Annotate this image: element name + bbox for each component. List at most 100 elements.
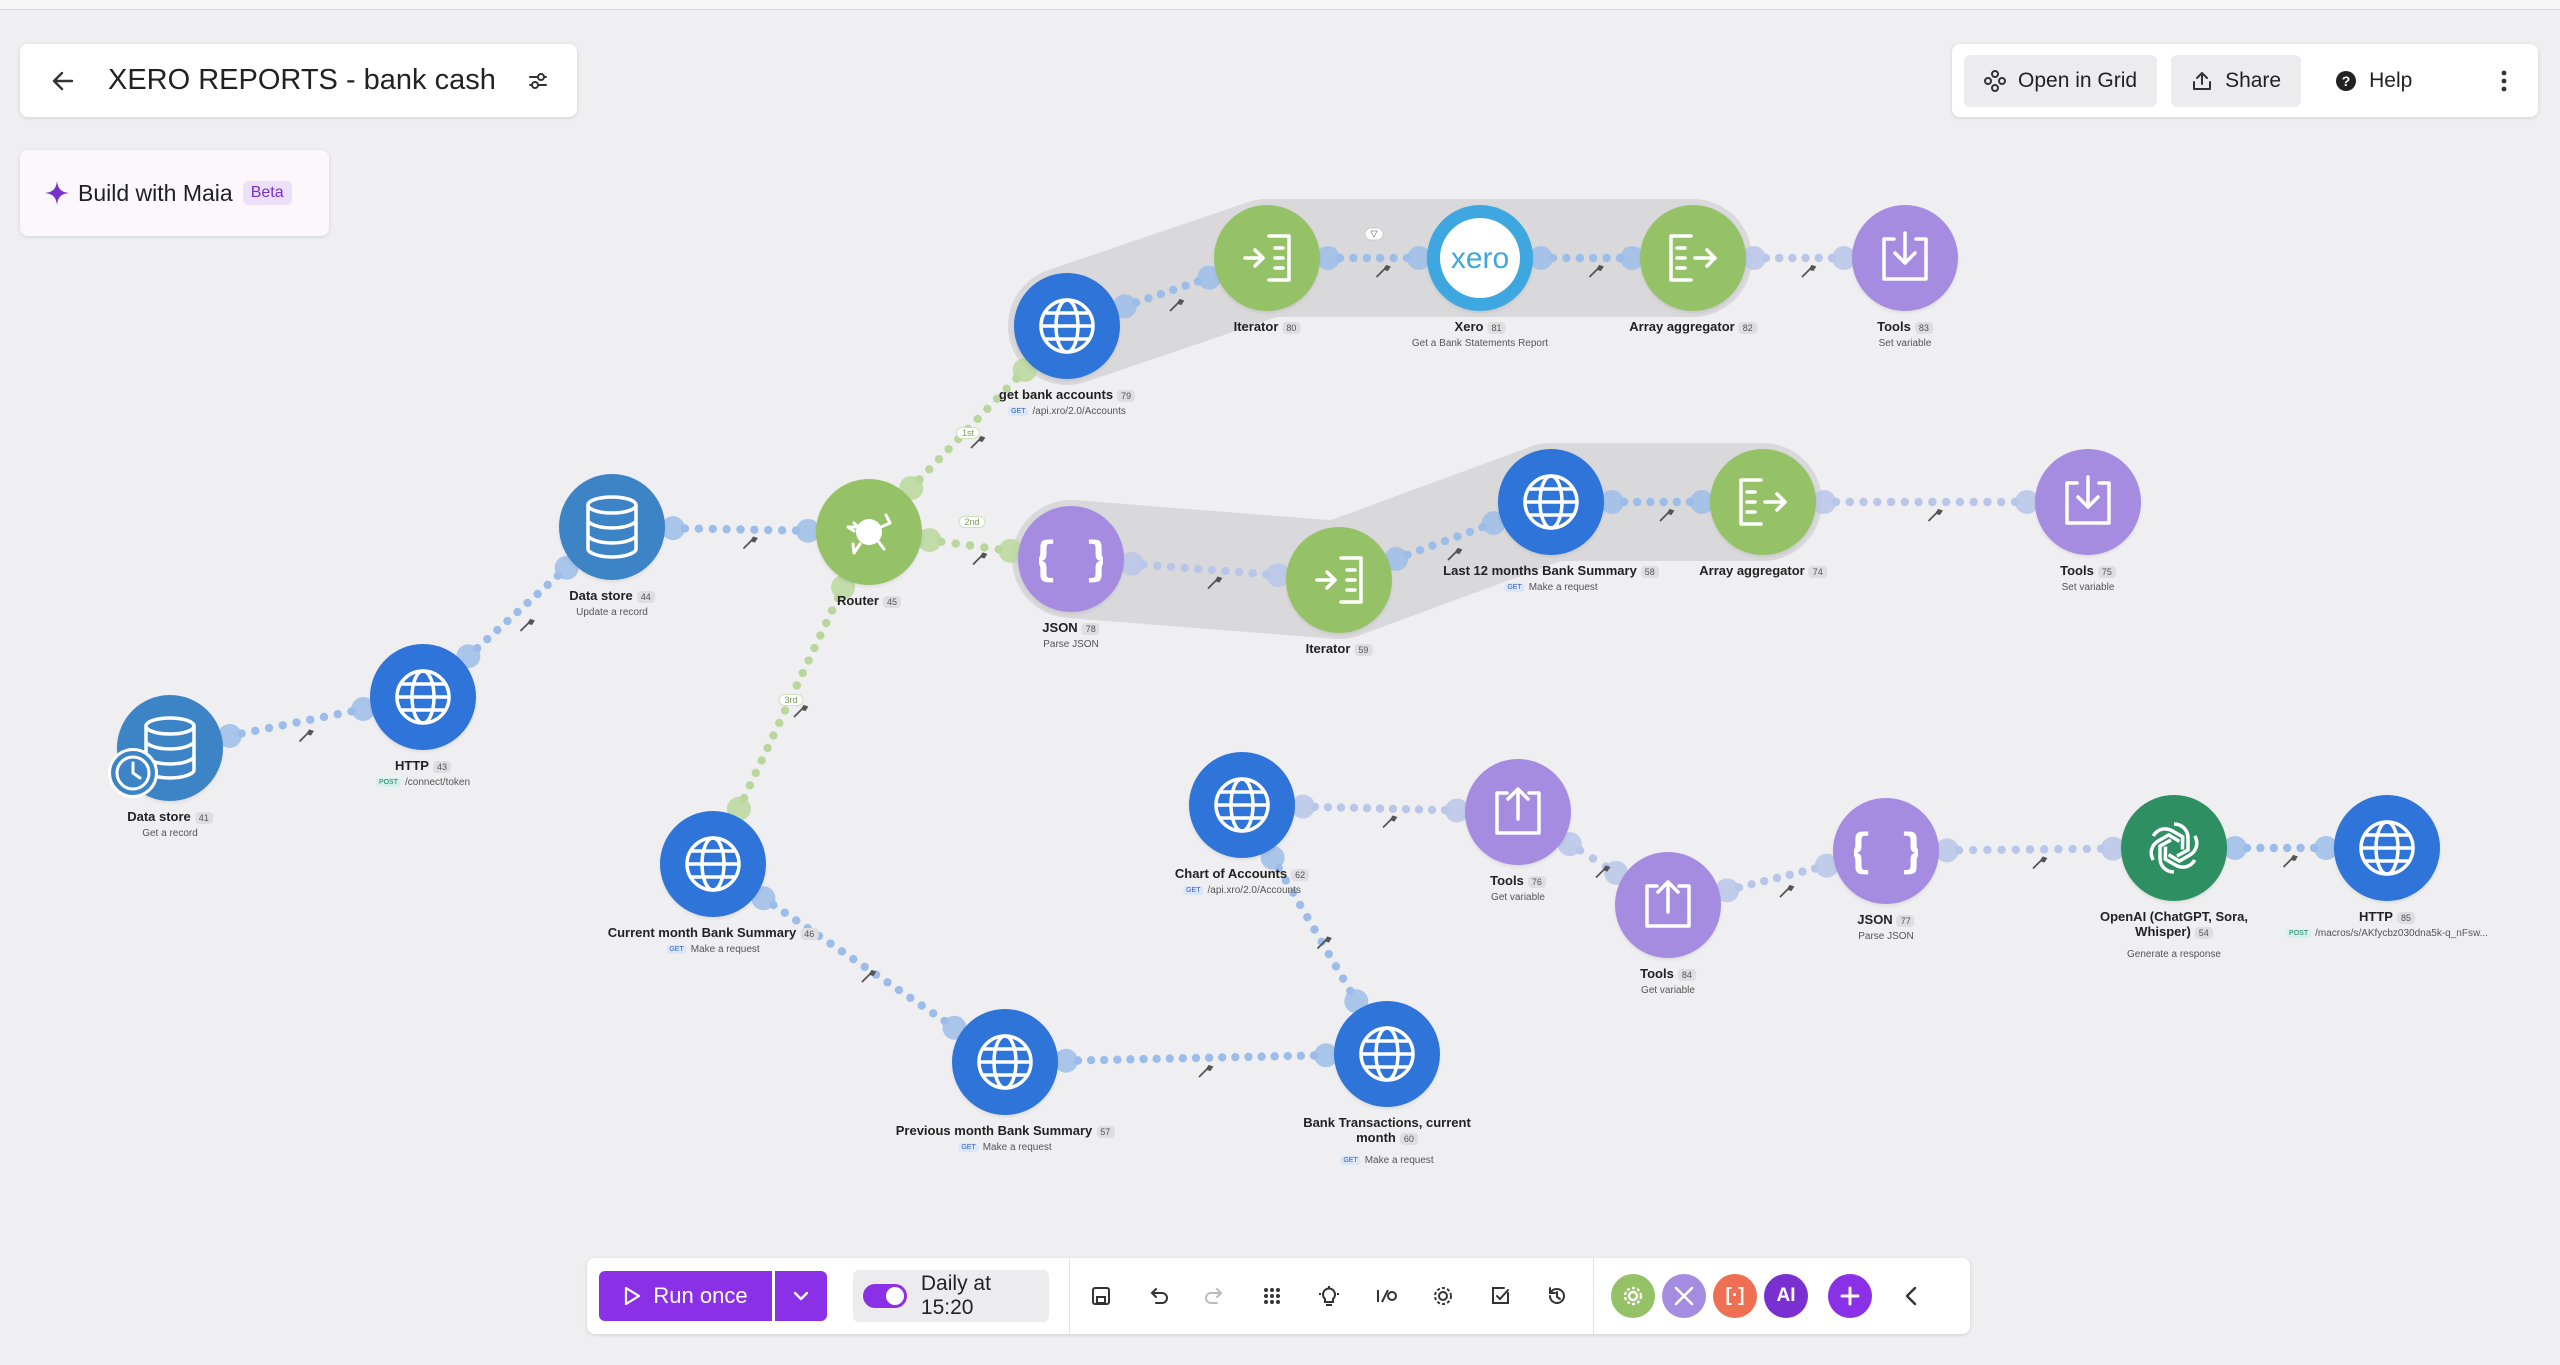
http-module-icon[interactable]: [660, 811, 766, 917]
json-module-icon[interactable]: { }: [1018, 506, 1124, 612]
connection-json77-openai54[interactable]: [1934, 836, 2126, 870]
openai-module-icon[interactable]: [2121, 795, 2227, 901]
build-with-maia-button[interactable]: Build with Maia Beta: [20, 150, 329, 236]
http-module-icon[interactable]: [1189, 752, 1295, 858]
http-module-icon[interactable]: [1334, 1001, 1440, 1107]
connection-json78-it59[interactable]: [1119, 551, 1291, 590]
wrench-icon[interactable]: [1207, 576, 1223, 590]
wrench-icon[interactable]: [1316, 936, 1332, 950]
http-module-icon[interactable]: [1014, 273, 1120, 379]
connection-xero81-agg82[interactable]: [1529, 246, 1644, 278]
connection-router45-gba79[interactable]: [899, 357, 1037, 501]
wrench-icon[interactable]: [972, 552, 988, 566]
module-subtitle: Get variable: [1641, 985, 1695, 996]
router-module-icon[interactable]: [816, 479, 922, 585]
module-label: OpenAI (ChatGPT, Sora, Whisper)54: [2089, 909, 2259, 939]
green-gear-chip[interactable]: [1611, 1274, 1655, 1318]
connection-agg74-tools75[interactable]: [1812, 490, 2039, 522]
run-options-dropdown[interactable]: [775, 1271, 827, 1321]
wrench-icon[interactable]: [519, 618, 535, 632]
wrench-icon[interactable]: [2032, 856, 2048, 870]
redo-icon[interactable]: [1186, 1270, 1243, 1322]
tools-up-module-icon[interactable]: [1615, 852, 1721, 958]
io-icon[interactable]: [1357, 1270, 1414, 1322]
sliders-icon[interactable]: [523, 66, 553, 96]
save-icon[interactable]: [1072, 1270, 1129, 1322]
route-label-2nd[interactable]: 2nd: [958, 516, 986, 528]
wrench-icon[interactable]: [298, 729, 314, 743]
connection-ds44-router45[interactable]: [660, 516, 821, 550]
connection-tools76-tools84[interactable]: [1557, 832, 1629, 885]
connection-it80-xero81[interactable]: [1316, 246, 1431, 278]
route-label-1st[interactable]: 1st: [955, 427, 981, 439]
wrench-icon[interactable]: [1595, 865, 1611, 879]
tools-up-module-icon[interactable]: [1465, 759, 1571, 865]
purple-tools-chip[interactable]: [1662, 1274, 1706, 1318]
share-button[interactable]: Share: [2171, 54, 2302, 107]
wrench-icon[interactable]: [1447, 547, 1463, 561]
more-options-icon[interactable]: [2492, 70, 2516, 92]
route-label-3rd[interactable]: 3rd: [778, 694, 804, 706]
wrench-icon[interactable]: [1382, 815, 1398, 829]
wrench-icon[interactable]: [970, 435, 986, 449]
datastore-module-icon[interactable]: [559, 474, 665, 580]
module-name: Bank Transactions, current month: [1303, 1115, 1471, 1145]
wrench-icon[interactable]: [742, 536, 758, 550]
ai-chip[interactable]: AI: [1764, 1274, 1808, 1318]
connection-http43-ds44[interactable]: [456, 555, 579, 669]
module-id-badge: 62: [1291, 868, 1310, 881]
json-module-icon[interactable]: { }: [1833, 798, 1939, 904]
wrench-icon[interactable]: [1375, 264, 1391, 278]
wrench-icon[interactable]: [1659, 508, 1675, 522]
connection-cm46-pm57[interactable]: [751, 886, 967, 1040]
scenario-title[interactable]: XERO REPORTS - bank cash: [108, 64, 496, 96]
aggregator-module-icon[interactable]: [1710, 449, 1816, 555]
schedule-toggle[interactable]: [863, 1284, 907, 1308]
open-in-grid-button[interactable]: Open in Grid: [1964, 54, 2158, 107]
aggregator-module-icon[interactable]: [1640, 205, 1746, 311]
connection-ds41-http43[interactable]: [217, 697, 376, 748]
http-module-icon[interactable]: [2334, 795, 2440, 901]
iterator-module-icon[interactable]: [1214, 205, 1320, 311]
wrench-icon[interactable]: [1779, 884, 1795, 898]
help-button[interactable]: ? Help: [2315, 55, 2432, 107]
wrench-icon[interactable]: [1198, 1064, 1214, 1078]
schedule-button[interactable]: Daily at 15:20: [853, 1270, 1049, 1322]
iterator-module-icon[interactable]: [1286, 527, 1392, 633]
wrench-icon[interactable]: [1169, 298, 1185, 312]
connection-l12m58-agg74[interactable]: [1600, 490, 1714, 522]
wrench-icon[interactable]: [1801, 264, 1817, 278]
play-icon: [625, 1286, 641, 1306]
connection-openai54-http85[interactable]: [2223, 836, 2338, 868]
connection-pm57-bt60[interactable]: [1053, 1043, 1339, 1078]
http-module-icon[interactable]: [1498, 449, 1604, 555]
connection-tools84-json77[interactable]: [1715, 853, 1839, 903]
http-module-icon[interactable]: [952, 1009, 1058, 1115]
filter-icon[interactable]: ▽: [1364, 227, 1384, 241]
arrow-left-icon[interactable]: [48, 66, 78, 96]
wrench-icon[interactable]: [793, 704, 809, 718]
wrench-icon[interactable]: [2282, 854, 2298, 868]
chevron-left-icon[interactable]: [1882, 1270, 1939, 1322]
wrench-icon[interactable]: [1588, 264, 1604, 278]
notes-icon[interactable]: [1471, 1270, 1528, 1322]
add-module-button[interactable]: [1828, 1274, 1872, 1318]
undo-icon[interactable]: [1129, 1270, 1186, 1322]
tools-down-module-icon[interactable]: [1852, 205, 1958, 311]
orange-bracket-chip[interactable]: [·]: [1713, 1274, 1757, 1318]
gear-icon[interactable]: [1414, 1270, 1471, 1322]
grid-dots-icon[interactable]: [1243, 1270, 1300, 1322]
history-icon[interactable]: [1528, 1270, 1585, 1322]
lightbulb-icon[interactable]: [1300, 1270, 1357, 1322]
connection-agg82-tools83[interactable]: [1742, 246, 1856, 278]
connection-gba79-it80[interactable]: [1112, 265, 1222, 319]
connection-router45-json78[interactable]: [917, 528, 1023, 566]
tools-down-module-icon[interactable]: [2035, 449, 2141, 555]
run-once-button[interactable]: Run once: [599, 1271, 772, 1321]
clock-icon[interactable]: [108, 748, 158, 798]
connection-coa62-tools76[interactable]: [1290, 794, 1470, 829]
http-module-icon[interactable]: [370, 644, 476, 750]
wrench-icon[interactable]: [1927, 508, 1943, 522]
xero-module-icon[interactable]: xero: [1427, 205, 1533, 311]
wrench-icon[interactable]: [861, 969, 877, 983]
